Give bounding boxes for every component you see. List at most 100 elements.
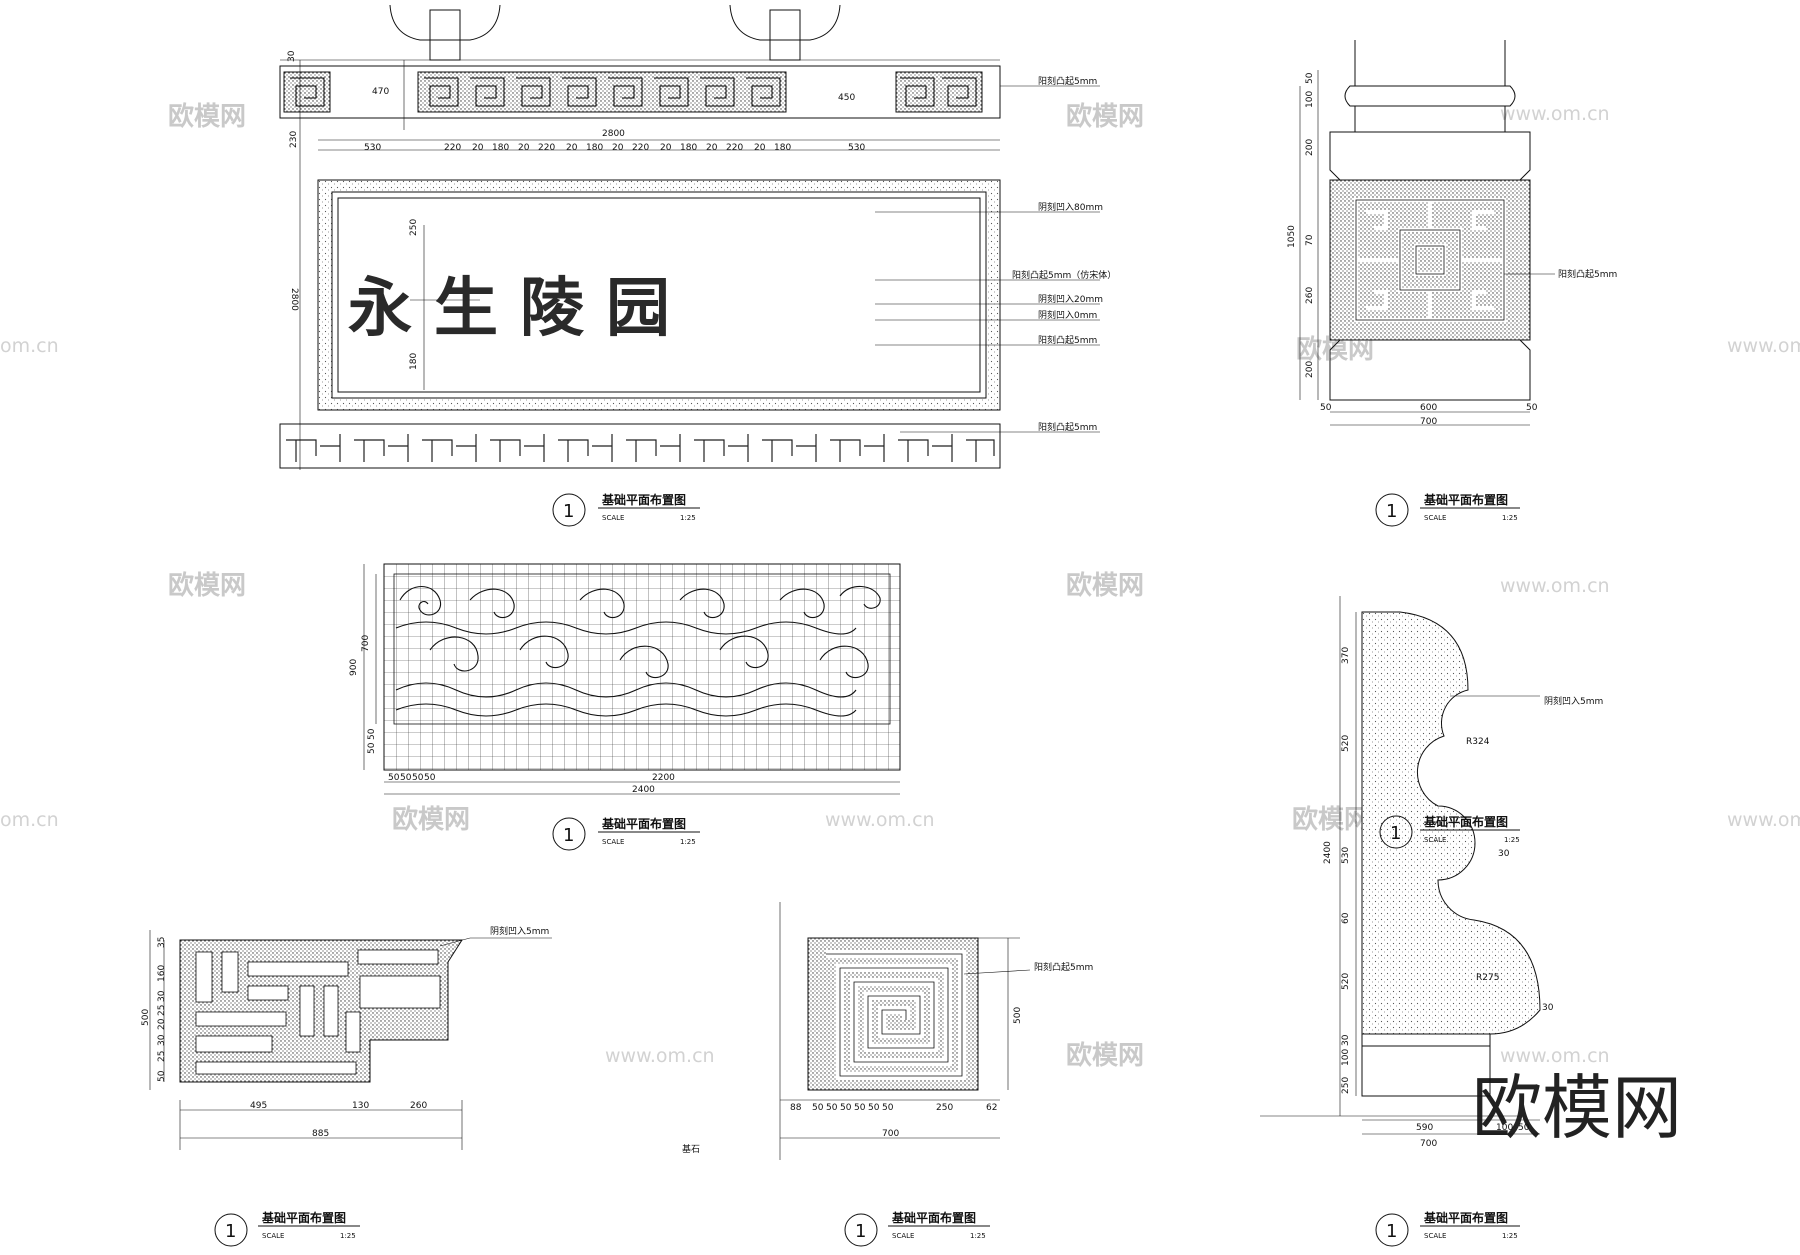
watermark-url: www.om.cn xyxy=(1500,1045,1610,1067)
pillar-labels: 50 100 200 70 260 200 1050 50 600 50 700… xyxy=(1287,72,1617,427)
dim-label: 70 xyxy=(1305,234,1315,246)
pillar-base-block xyxy=(1329,339,1531,401)
dim-label: 520 xyxy=(1341,735,1351,752)
dim-label: 180 xyxy=(586,143,603,153)
dim-label: 20 xyxy=(612,143,624,153)
dim-label: 50 xyxy=(1518,1123,1530,1133)
fret-band-spirals xyxy=(290,77,977,107)
dim-label: 2400 xyxy=(632,785,655,795)
dim-label: 50 xyxy=(157,1070,167,1082)
scale-label: SCALE xyxy=(262,1232,284,1240)
scale-value: 1:25 xyxy=(340,1232,356,1240)
title-block-pillar: 1 基础平面布置图 SCALE 1:25 xyxy=(1375,492,1520,527)
tablet-panel xyxy=(337,197,981,393)
dim-label: 470 xyxy=(372,87,389,97)
dim-label: 50 xyxy=(812,1103,824,1113)
annotation: 阳刻凸起5mm xyxy=(1558,268,1617,280)
dim-label: 700 xyxy=(1420,417,1437,427)
watermark-url: www.om.cn xyxy=(1500,575,1610,597)
watermark-url: www.om.cn xyxy=(1727,335,1800,357)
callout-circle xyxy=(552,493,586,527)
dim-label: 2200 xyxy=(652,773,675,783)
fret-step-labels: 35 160 500 50 25 30 20 25 30 495 130 260… xyxy=(141,925,549,1139)
drawing-title: 基础平面布置图 xyxy=(1423,814,1508,829)
dim-label: 30 xyxy=(157,1034,167,1046)
drawing-title: 基础平面布置图 xyxy=(601,816,686,831)
annotation: 阳刻凸起5mm（仿宋体） xyxy=(1012,269,1116,281)
scale-label: SCALE xyxy=(602,838,624,846)
leader-lines xyxy=(875,85,1100,433)
lantern-post-right xyxy=(769,9,801,61)
dim-label: 180 xyxy=(774,143,791,153)
watermark-brand: 欧模网 xyxy=(168,570,246,601)
dim-label: 530 xyxy=(848,143,865,153)
dim-label: 700 xyxy=(882,1129,899,1139)
title-block-fret-step: 1 基础平面布置图 SCALE 1:25 xyxy=(214,1210,360,1247)
dim-label: 180 xyxy=(680,143,697,153)
dim-label: 100 xyxy=(1341,1049,1351,1066)
cloud-panel-grid xyxy=(383,563,901,771)
dim-label: 2800 xyxy=(602,129,625,139)
dim-label: 25 xyxy=(157,1051,167,1062)
dim-label: 220 xyxy=(632,143,649,153)
callout-number: 1 xyxy=(225,1221,236,1242)
dim-label: 530 xyxy=(364,143,381,153)
dim-label: 885 xyxy=(312,1129,329,1139)
annotation: 阳刻凸起5mm xyxy=(1034,961,1093,973)
dim-label: 50 xyxy=(412,773,424,783)
dim-label: 530 xyxy=(1341,847,1351,864)
tablet-inner-frame xyxy=(331,191,987,399)
scale-label: SCALE xyxy=(1424,514,1446,522)
dim-label: 60 xyxy=(1341,912,1351,924)
dim-label: 50 xyxy=(388,773,400,783)
dim-label: 180 xyxy=(409,353,419,370)
annotation: 阴刻凹入80mm xyxy=(1038,201,1103,213)
dim-label: 25 xyxy=(157,1005,167,1016)
dim-label: 30 xyxy=(1341,1034,1351,1046)
callout-circle xyxy=(1375,493,1409,527)
watermark-url-partial: om.cn xyxy=(0,809,59,831)
annotation: 阴刻凹入0mm xyxy=(1038,309,1097,321)
fret-square-labels: 500 88 50 50 50 50 50 50 250 62 700 阳刻凸起… xyxy=(790,961,1093,1139)
callout-circle xyxy=(844,1213,878,1247)
dim-label: 900 xyxy=(349,659,359,676)
callout-number: 1 xyxy=(563,825,574,846)
top-elevation-labels: 470 450 2800 530 220 20 180 20 220 20 18… xyxy=(287,50,1116,433)
top-elevation-drawing xyxy=(279,4,1100,470)
pillar-upper-block xyxy=(1329,131,1531,181)
scale-value: 1:25 xyxy=(1502,514,1518,522)
dim-label: 2800 xyxy=(289,288,299,311)
watermark-brand: 欧模网 xyxy=(1292,804,1370,835)
fret-square-drawing xyxy=(779,902,1031,1160)
annotation: 阳刻凸起5mm xyxy=(1038,75,1097,87)
watermark-url-partial: om.cn xyxy=(0,335,59,357)
base-band-frame xyxy=(279,423,1001,469)
scale-value: 1:25 xyxy=(680,514,696,522)
cloud-panel-drawing xyxy=(363,563,901,795)
watermark-url: www.om.cn xyxy=(825,809,935,831)
drawing-title: 基础平面布置图 xyxy=(261,1210,346,1225)
annotation: 阳刻凸起5mm xyxy=(1038,334,1097,346)
stray-label: 基石 xyxy=(682,1143,700,1155)
dim-label: 520 xyxy=(1341,973,1351,990)
dim-label: 495 xyxy=(250,1101,267,1111)
dim-label: 20 xyxy=(472,143,484,153)
dim-label: 100 xyxy=(1305,91,1315,108)
pillar-elevation-drawing xyxy=(1299,40,1555,426)
scale-label: SCALE xyxy=(1424,1232,1446,1240)
title-block-fret-square: 1 基础平面布置图 SCALE 1:25 xyxy=(844,1210,990,1247)
dim-label: 50 xyxy=(400,773,412,783)
dim-label: 20 xyxy=(566,143,578,153)
cloud-panel-labels: 900 700 50 50 50 50 50 50 2200 2400 xyxy=(349,635,675,795)
watermark-url: www.om.cn xyxy=(1727,809,1800,831)
fret-band-frame xyxy=(279,65,1001,119)
dim-label: 2400 xyxy=(1323,841,1333,864)
watermark-url: www.om.cn xyxy=(605,1045,715,1067)
side-profile-drawing xyxy=(1260,596,1541,1135)
callout-number: 1 xyxy=(1386,501,1397,522)
base-band-pattern xyxy=(286,434,995,462)
dim-label: 250 xyxy=(1341,1077,1351,1094)
dim-label: 50 xyxy=(1320,403,1332,413)
callout-circle xyxy=(1375,1213,1409,1247)
